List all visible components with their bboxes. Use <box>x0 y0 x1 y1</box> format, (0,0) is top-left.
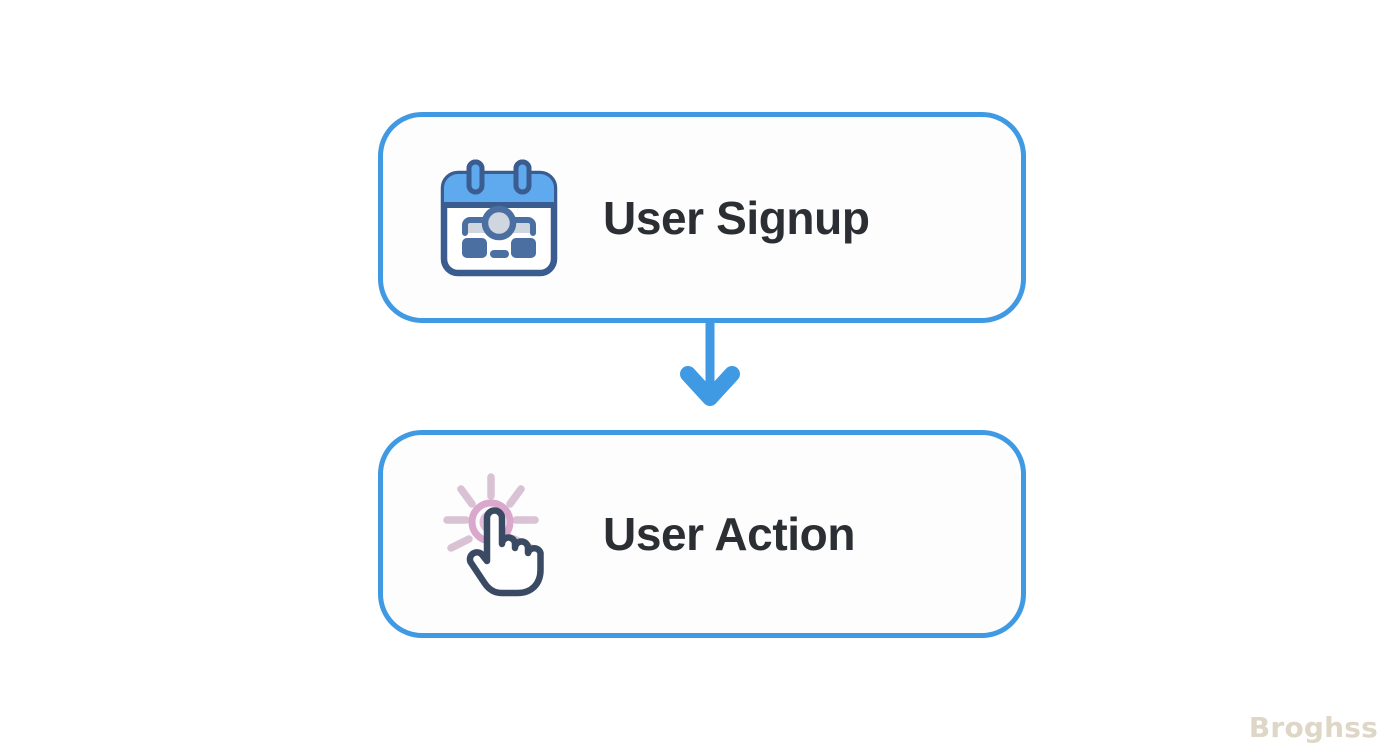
flow-node-label-user-action: User Action <box>603 508 856 560</box>
connector-arrow-signup-to-action <box>680 318 740 406</box>
down-arrow-icon <box>680 366 740 406</box>
click-cursor-icon <box>443 473 544 597</box>
flow-node-user-action[interactable]: User Action <box>378 430 1026 638</box>
flow-node-label-user-signup: User Signup <box>603 191 870 244</box>
flow-node-user-signup[interactable]: User Signup <box>378 112 1026 323</box>
calendar-people-icon <box>440 159 558 276</box>
watermark-text: Broghss <box>1248 711 1378 744</box>
